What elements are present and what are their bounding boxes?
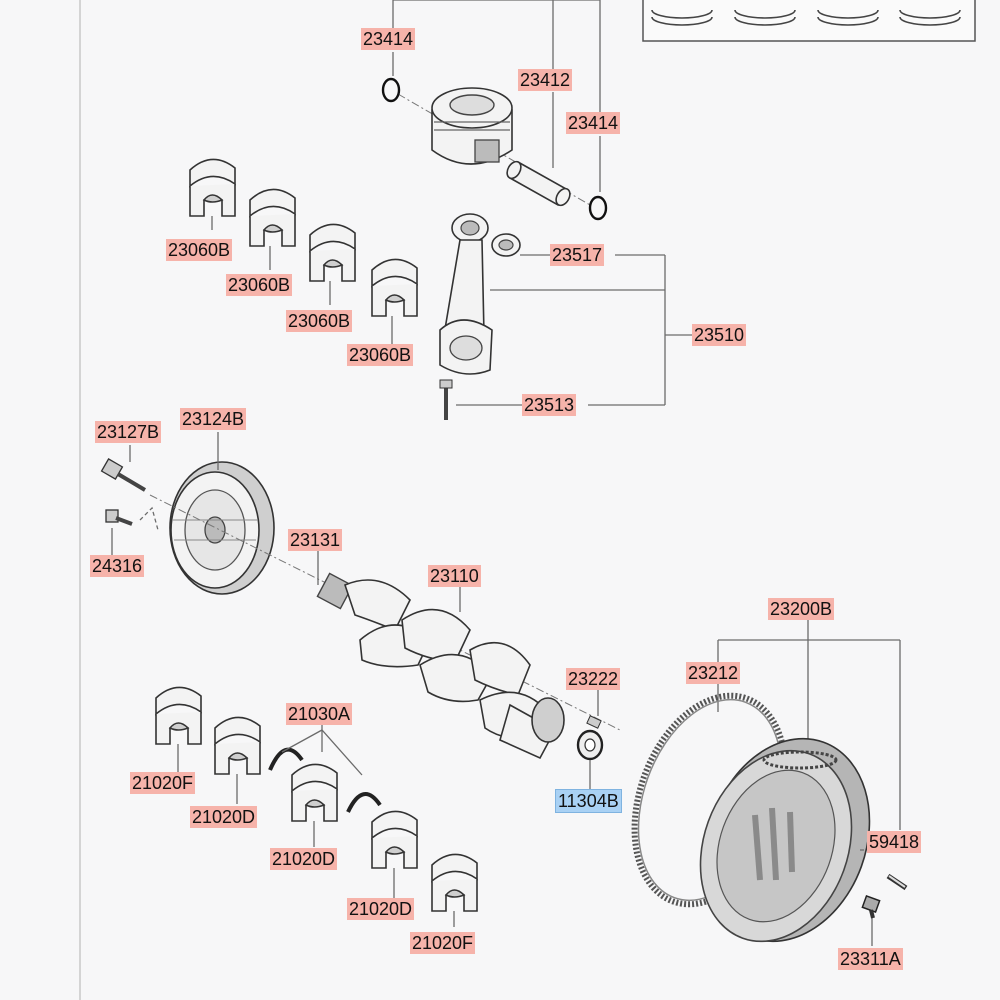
part-label-23131[interactable]: 23131 <box>288 529 343 551</box>
part-label-21020d[interactable]: 21020D <box>190 806 258 828</box>
main-bearing-shells <box>155 686 478 927</box>
part-label-23200b[interactable]: 23200B <box>768 598 835 620</box>
connecting-rod <box>439 213 493 375</box>
part-label-23124b[interactable]: 23124B <box>180 408 247 430</box>
part-label-23510[interactable]: 23510 <box>692 324 747 346</box>
part-label-24316[interactable]: 24316 <box>90 555 145 577</box>
part-label-23311a[interactable]: 23311A <box>838 948 903 970</box>
part-label-23222[interactable]: 23222 <box>566 668 621 690</box>
piston <box>397 87 591 206</box>
part-label-23412[interactable]: 23412 <box>518 69 573 91</box>
part-label-21030a[interactable]: 21030A <box>286 703 353 725</box>
part-label-23127b[interactable]: 23127B <box>95 421 162 443</box>
part-label-59418[interactable]: 59418 <box>867 831 922 853</box>
conrod-leaders <box>456 254 692 406</box>
part-label-23060b[interactable]: 23060B <box>166 239 233 261</box>
snap-ring-left <box>381 77 401 103</box>
dowel-pin <box>586 690 602 729</box>
conrod-bolt <box>439 379 453 420</box>
flywheel-dowel <box>886 873 908 891</box>
piston-pin <box>506 160 571 207</box>
ring-set-inset <box>642 0 976 42</box>
part-label-23110[interactable]: 23110 <box>428 565 481 587</box>
part-label-21020f[interactable]: 21020F <box>130 772 196 794</box>
part-label-11304b-selected[interactable]: 11304B <box>555 789 622 813</box>
pulley-bolts <box>100 445 159 555</box>
conrod-bearing-shells <box>189 158 418 344</box>
part-label-23414[interactable]: 23414 <box>566 112 621 134</box>
flywheel <box>699 737 871 943</box>
part-label-23060b[interactable]: 23060B <box>347 344 414 366</box>
rear-oil-seal <box>576 729 604 790</box>
piston-leaders <box>392 0 601 192</box>
part-label-21020d[interactable]: 21020D <box>270 848 338 870</box>
part-label-23414[interactable]: 23414 <box>361 28 416 50</box>
crankshaft <box>316 550 565 760</box>
part-label-21020d[interactable]: 21020D <box>347 898 415 920</box>
part-label-23060b[interactable]: 23060B <box>226 274 293 296</box>
part-label-23513[interactable]: 23513 <box>522 394 577 416</box>
snap-ring-right <box>588 195 608 221</box>
flywheel-leaders <box>717 620 901 946</box>
thrust-washers <box>268 724 382 813</box>
small-end-bushing <box>491 233 521 257</box>
flywheel-bolt <box>861 895 881 919</box>
part-label-23212[interactable]: 23212 <box>686 662 741 684</box>
crankshaft-pulley <box>169 432 275 595</box>
part-label-23060b[interactable]: 23060B <box>286 310 353 332</box>
part-label-21020f[interactable]: 21020F <box>410 932 476 954</box>
part-label-23517[interactable]: 23517 <box>550 244 605 266</box>
